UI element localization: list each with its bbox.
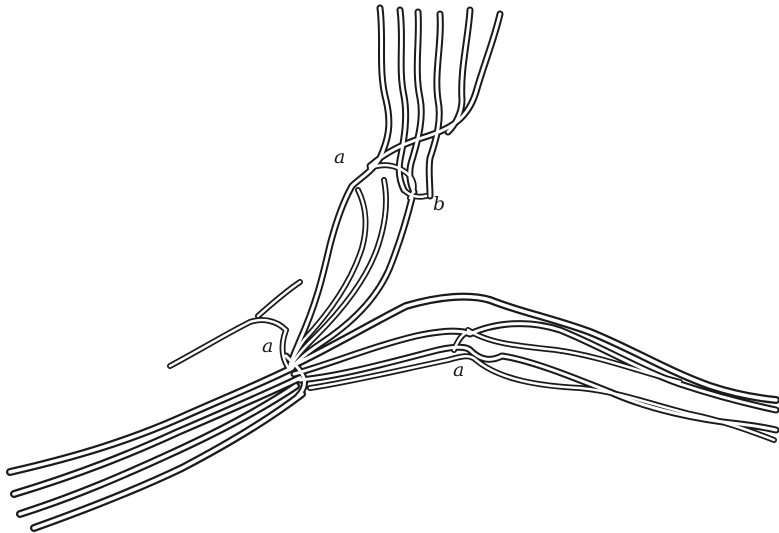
fiber-core	[258, 282, 300, 316]
fiber-bundle	[10, 8, 776, 528]
fiber-outline	[34, 394, 302, 528]
fiber-core	[34, 394, 302, 528]
label-a-right: a	[453, 359, 464, 381]
label-a-top: a	[334, 146, 345, 168]
fiber-core	[20, 386, 296, 514]
fiber-core	[170, 322, 250, 366]
fiber-outline	[10, 368, 292, 472]
label-b: b	[433, 193, 445, 215]
label-a-left: a	[262, 335, 273, 357]
fiber-outline	[20, 386, 296, 514]
